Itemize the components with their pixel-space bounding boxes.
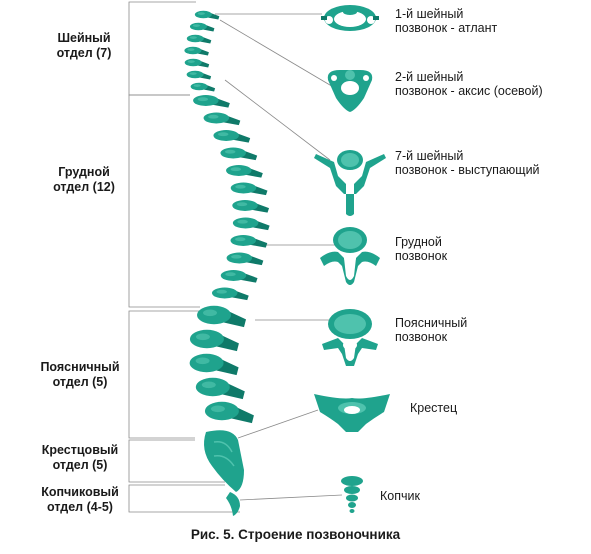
bracket-thoracic <box>128 94 200 308</box>
vertebra-highlight <box>231 254 242 259</box>
vertebra-highlight <box>210 405 225 413</box>
coccyx <box>226 492 240 516</box>
vertebra-highlight <box>197 12 205 15</box>
section-brackets <box>128 1 240 513</box>
vertebra-highlight <box>195 333 210 341</box>
pointer-lines <box>215 13 343 501</box>
pointer-sacrum <box>237 409 319 439</box>
vertebra-highlight <box>187 48 195 51</box>
vertebra-highlight <box>217 132 229 137</box>
thoracic-vertebra-icon <box>320 227 380 285</box>
sacrum <box>204 430 244 492</box>
vertebra-highlight <box>187 60 195 63</box>
prominent-vertebra-icon <box>314 150 386 216</box>
vertebra-highlight <box>195 357 210 365</box>
vertebra-highlight <box>197 97 209 102</box>
label-sacrum: Крестец <box>410 401 458 415</box>
spinal-column <box>184 10 270 516</box>
vertebra-highlight <box>208 114 219 119</box>
bracket-sacral <box>128 439 225 483</box>
bracket-coccygeal <box>128 484 240 513</box>
lumbar-vertebra-icon <box>322 309 378 366</box>
vertebra-highlight <box>192 24 200 27</box>
atlas-vertebra-icon <box>321 5 379 31</box>
vertebra-highlight <box>235 184 246 189</box>
vertebra-highlight <box>193 84 201 87</box>
pointer-c7 <box>224 79 331 161</box>
pointer-coccyx <box>239 494 343 501</box>
bracket-lumbar <box>128 310 200 439</box>
vertebra-highlight <box>225 272 236 277</box>
vertebra-highlight <box>224 149 236 154</box>
vertebra-highlight <box>235 237 246 242</box>
pointer-axis <box>219 19 336 89</box>
figure-caption: Рис. 5. Строение позвоночника <box>190 527 401 542</box>
vertebra-highlight <box>230 167 242 172</box>
coccyx-icon <box>341 476 363 513</box>
vertebra-highlight <box>237 219 248 224</box>
vertebra-highlight <box>189 72 197 75</box>
sacrum-lines <box>213 440 235 467</box>
vertebra-highlight <box>189 36 197 39</box>
label-coccyx: Копчик <box>380 489 420 503</box>
vertebra-highlight <box>216 289 227 294</box>
sacrum-icon <box>314 394 390 432</box>
vertebra-highlight <box>203 309 217 317</box>
vertebra-highlight <box>201 381 216 389</box>
vertebra-highlight <box>236 202 248 207</box>
axis-vertebra-icon <box>327 70 373 112</box>
